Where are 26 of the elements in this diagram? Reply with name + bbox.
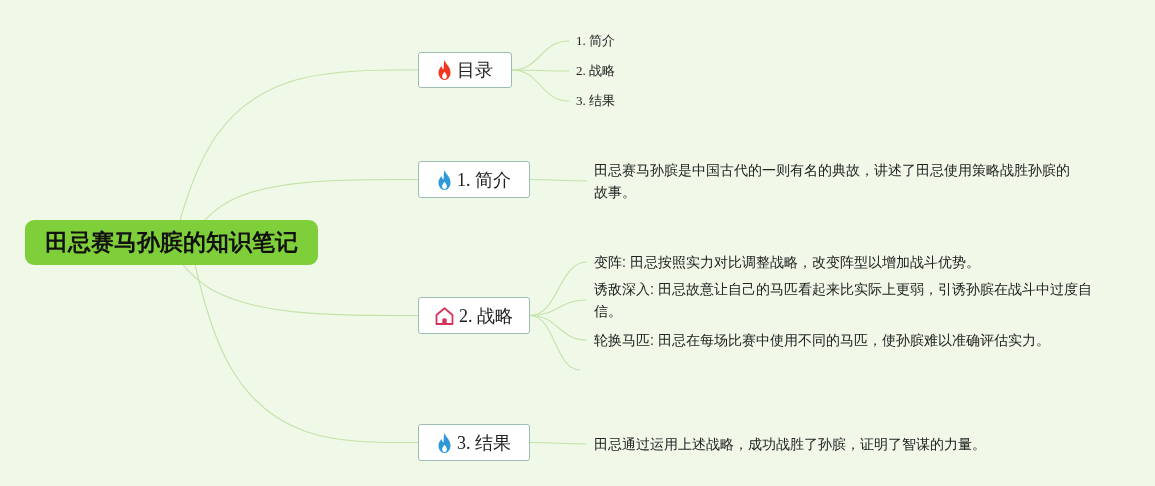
topic-text: 田忌通过运用上述战略，成功战胜了孙膑，证明了智谋的力量。	[594, 433, 1099, 455]
topic-label: 3. 结果	[457, 431, 511, 455]
connector-line	[182, 264, 419, 317]
connector-line	[529, 314, 581, 371]
topic-text: 变阵: 田忌按照实力对比调整战略，改变阵型以增加战斗优势。	[594, 251, 1099, 273]
topic-text: 1. 简介	[576, 31, 615, 51]
topic-box	[418, 424, 530, 461]
central-topic: 田忌赛马孙膑的知识笔记	[25, 220, 318, 265]
topic-text: 2. 战略	[576, 61, 615, 81]
topic-label: 2. 战略	[459, 304, 513, 328]
connector-line	[529, 441, 588, 445]
connector-line	[529, 178, 588, 182]
topic-label: 1. 简介	[457, 168, 511, 192]
topic-text: 田忌赛马孙膑是中国古代的一则有名的典故，讲述了田忌使用策略战胜孙膑的故事。	[594, 159, 1078, 203]
topic-box	[418, 161, 530, 198]
topic-text: 3. 结果	[576, 91, 615, 111]
connector-line	[511, 69, 570, 72]
topic-label: 目录	[457, 59, 493, 82]
connector-line	[179, 69, 419, 221]
topic-text: 诱敌深入: 田忌故意让自己的马匹看起来比实际上更弱，引诱孙膑在战斗中过度自信。	[594, 278, 1099, 322]
connector-line	[194, 264, 419, 444]
topic-box	[418, 52, 512, 88]
connector-line	[204, 178, 419, 221]
topic-box	[418, 297, 530, 334]
connector-line	[511, 69, 570, 102]
topic-text: 轮换马匹: 田忌在每场比赛中使用不同的马匹，使孙膑难以准确评估实力。	[594, 329, 1099, 351]
